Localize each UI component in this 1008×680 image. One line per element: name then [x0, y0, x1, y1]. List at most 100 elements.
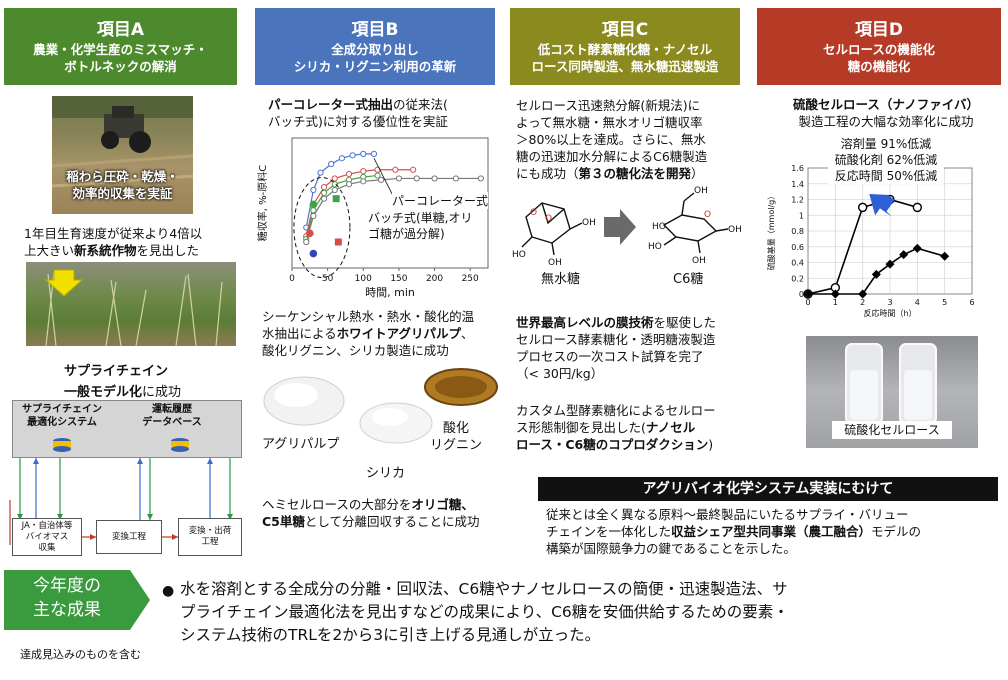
- colB-text3: ヘミセルロースの大部分をオリゴ糖、 C5単糖として分離回収することに成功: [262, 496, 512, 530]
- svg-text:O: O: [704, 210, 711, 220]
- realization-line2a: チェインを一体化した: [546, 524, 672, 539]
- x-tick-label: 200: [426, 274, 443, 284]
- realization-line2c: モデルの: [871, 524, 922, 539]
- data-point: [858, 289, 868, 299]
- arrow-down-icon: [44, 269, 84, 297]
- data-point: [370, 150, 378, 157]
- colB-text1-line1a: パーコレーター式抽出: [268, 97, 394, 112]
- svg-text:HO: HO: [648, 242, 662, 252]
- label-lignin-line2: リグニン: [430, 438, 483, 453]
- colC-text2-line1b: を駆使した: [653, 315, 717, 330]
- colA-text1-line2b: 新系統作物: [74, 243, 137, 258]
- data-point: [331, 175, 338, 182]
- colC-text1-line5c: ）: [691, 166, 704, 181]
- series-line-2: [305, 174, 378, 240]
- colA-text1-line2a: 上大きい: [24, 243, 75, 258]
- y-tick-label: 0.8: [791, 227, 804, 236]
- x-tick-label: 250: [462, 274, 479, 284]
- data-point: [830, 289, 840, 299]
- data-point: [360, 168, 367, 175]
- colB-text2-line2c: 、: [461, 326, 474, 341]
- y-tick-label: 0.2: [791, 274, 804, 283]
- supply-sub-bold: 一般モデル化: [64, 385, 143, 400]
- colC-text3-line3b: ): [708, 437, 714, 452]
- batch-point: [334, 238, 342, 246]
- x-tick-label: 2: [860, 298, 865, 307]
- annot-batch-line1: バッチ式(単糖,オリ: [368, 211, 473, 225]
- x-axis-label: 時間, min: [365, 286, 415, 299]
- annot-percolator: パーコレーター式: [392, 192, 489, 209]
- colB-text3-line2a: C5単糖: [262, 514, 305, 529]
- data-point: [360, 178, 367, 185]
- colB-text3-line1a: ヘミセルロースの大部分を: [262, 497, 412, 512]
- svg-text:HO: HO: [512, 250, 526, 260]
- data-point: [331, 181, 338, 188]
- supply-sub: 一般モデル化に成功: [64, 381, 181, 400]
- summary-badge: 今年度の 主な成果: [4, 574, 130, 622]
- x-tick-label: 6: [969, 298, 974, 307]
- colB-text2: シーケンシャル熱水・熱水・酸化的温 水抽出によるホワイトアグリパルプ、 酸化リグ…: [262, 308, 502, 359]
- colA-text1-line1: 1年目生育速度が従来より4倍以: [24, 226, 203, 241]
- stat-time: 反応時間 50%低減: [834, 169, 938, 183]
- data-point: [374, 172, 381, 179]
- data-point: [303, 238, 310, 246]
- colB-text3-line2b: として分離回収することに成功: [304, 514, 480, 529]
- box-db-line2: データベース: [142, 417, 202, 428]
- y-tick-label: 0.6: [791, 243, 804, 252]
- x-tick-label: 50: [322, 274, 334, 284]
- data-point: [871, 269, 881, 279]
- svg-text:HO: HO: [652, 222, 666, 232]
- label-silica: シリカ: [366, 466, 406, 481]
- y-tick-label: 1.6: [791, 164, 804, 173]
- header-c-sub2: ロース同時製造、無水糖迅速製造: [531, 58, 719, 74]
- batch-point: [306, 229, 314, 238]
- colB-text2-line1: シーケンシャル熱水・熱水・酸化的温: [262, 309, 475, 324]
- colC-text2-line2: セルロース酵素糖化・透明糖液製造: [516, 332, 716, 347]
- svg-text:OH: OH: [692, 256, 706, 266]
- data-point: [377, 176, 385, 183]
- colC-text2-line1a: 世界最高レベルの膜技術: [516, 315, 654, 330]
- svg-text:OH: OH: [728, 225, 742, 235]
- colC-text1-line1: セルロース迅速熱分解(新規法)に: [516, 98, 701, 113]
- sugar-structures: O O OH OH HO O OH OH OH HO HO: [512, 186, 742, 267]
- crop-illustration: [44, 269, 223, 346]
- series-line-3: [305, 177, 481, 243]
- photo-caption-1: 稲わら圧砕・乾燥・: [66, 169, 179, 184]
- label-lignin: 酸化 リグニン: [430, 420, 482, 454]
- colC-text1-line2: よって無水糖・無水オリゴ糖収率: [516, 115, 703, 130]
- supply-title: サプライチェイン: [64, 364, 169, 379]
- header-a-title: 項目A: [96, 19, 145, 40]
- svg-text:OH: OH: [548, 258, 562, 267]
- colB-text2-line2b: ホワイトアグリパルプ: [336, 326, 462, 341]
- header-a: 項目A 農業・化学生産のミスマッチ・ ボトルネックの解消: [4, 8, 237, 85]
- colC-text1-line4: 糖の迅速加水分解によるC6糖製造: [516, 149, 708, 164]
- data-point: [940, 251, 950, 261]
- header-c-sub1: 低コスト酵素糖化糖・ナノセル: [537, 41, 713, 57]
- data-point: [912, 243, 922, 253]
- colC-text3: カスタム型酵素糖化によるセルロー ス形態制御を見出した(ナノセル ロース・C6糖…: [516, 402, 752, 453]
- y-tick-label: 0: [799, 290, 804, 299]
- summary-line1: 水を溶剤とする全成分の分離・回収法、C6糖やナノセルロースの簡便・迅速製造法、サ: [180, 580, 788, 598]
- data-point: [320, 195, 328, 202]
- data-point: [310, 212, 317, 220]
- flow3-line1: 変換・出荷: [188, 526, 232, 536]
- data-point: [360, 150, 367, 157]
- colC-text2: 世界最高レベルの膜技術を駆使した セルロース酵素糖化・透明糖液製造 プロセスの一…: [516, 314, 752, 382]
- photo-caption-2: 効率的収集を実証: [72, 186, 173, 201]
- colB-text1-line2: バッチ式)に対する優位性を実証: [268, 114, 448, 129]
- realization-line1: 従来とは全く異なる原料～最終製品にいたるサプライ・バリュー: [546, 507, 909, 522]
- products-illustration: [263, 368, 498, 444]
- box-system: サプライチェイン 最適化システム: [22, 403, 102, 429]
- header-a-sub1: 農業・化学生産のミスマッチ・: [33, 41, 208, 57]
- svg-text:O: O: [530, 208, 537, 218]
- realization-line3: 構築が国際競争力の鍵であることを示した。: [546, 541, 796, 556]
- colB-text1-line1b: の従来法(: [393, 97, 448, 112]
- y-axis-label: 糖収率, %-原料C: [256, 165, 269, 241]
- colD-text1-line1: 硫酸セルロース（ナノファイバ）: [792, 97, 979, 112]
- colC-text3-line3a: ロース・C6糖のコプロダクション: [516, 437, 709, 452]
- y-axis-label: 硫酸基量（mmol/g）: [766, 192, 776, 270]
- annot-batch: バッチ式(単糖,オリ ゴ糖が過分解): [368, 210, 473, 242]
- database-icon-1: [53, 438, 71, 452]
- colA-text1: 1年目生育速度が従来より4倍以 上大きい新系統作物を見出した: [24, 225, 244, 259]
- colC-text1: セルロース迅速熱分解(新規法)に よって無水糖・無水オリゴ糖収率 ＞80%以上を…: [516, 97, 748, 182]
